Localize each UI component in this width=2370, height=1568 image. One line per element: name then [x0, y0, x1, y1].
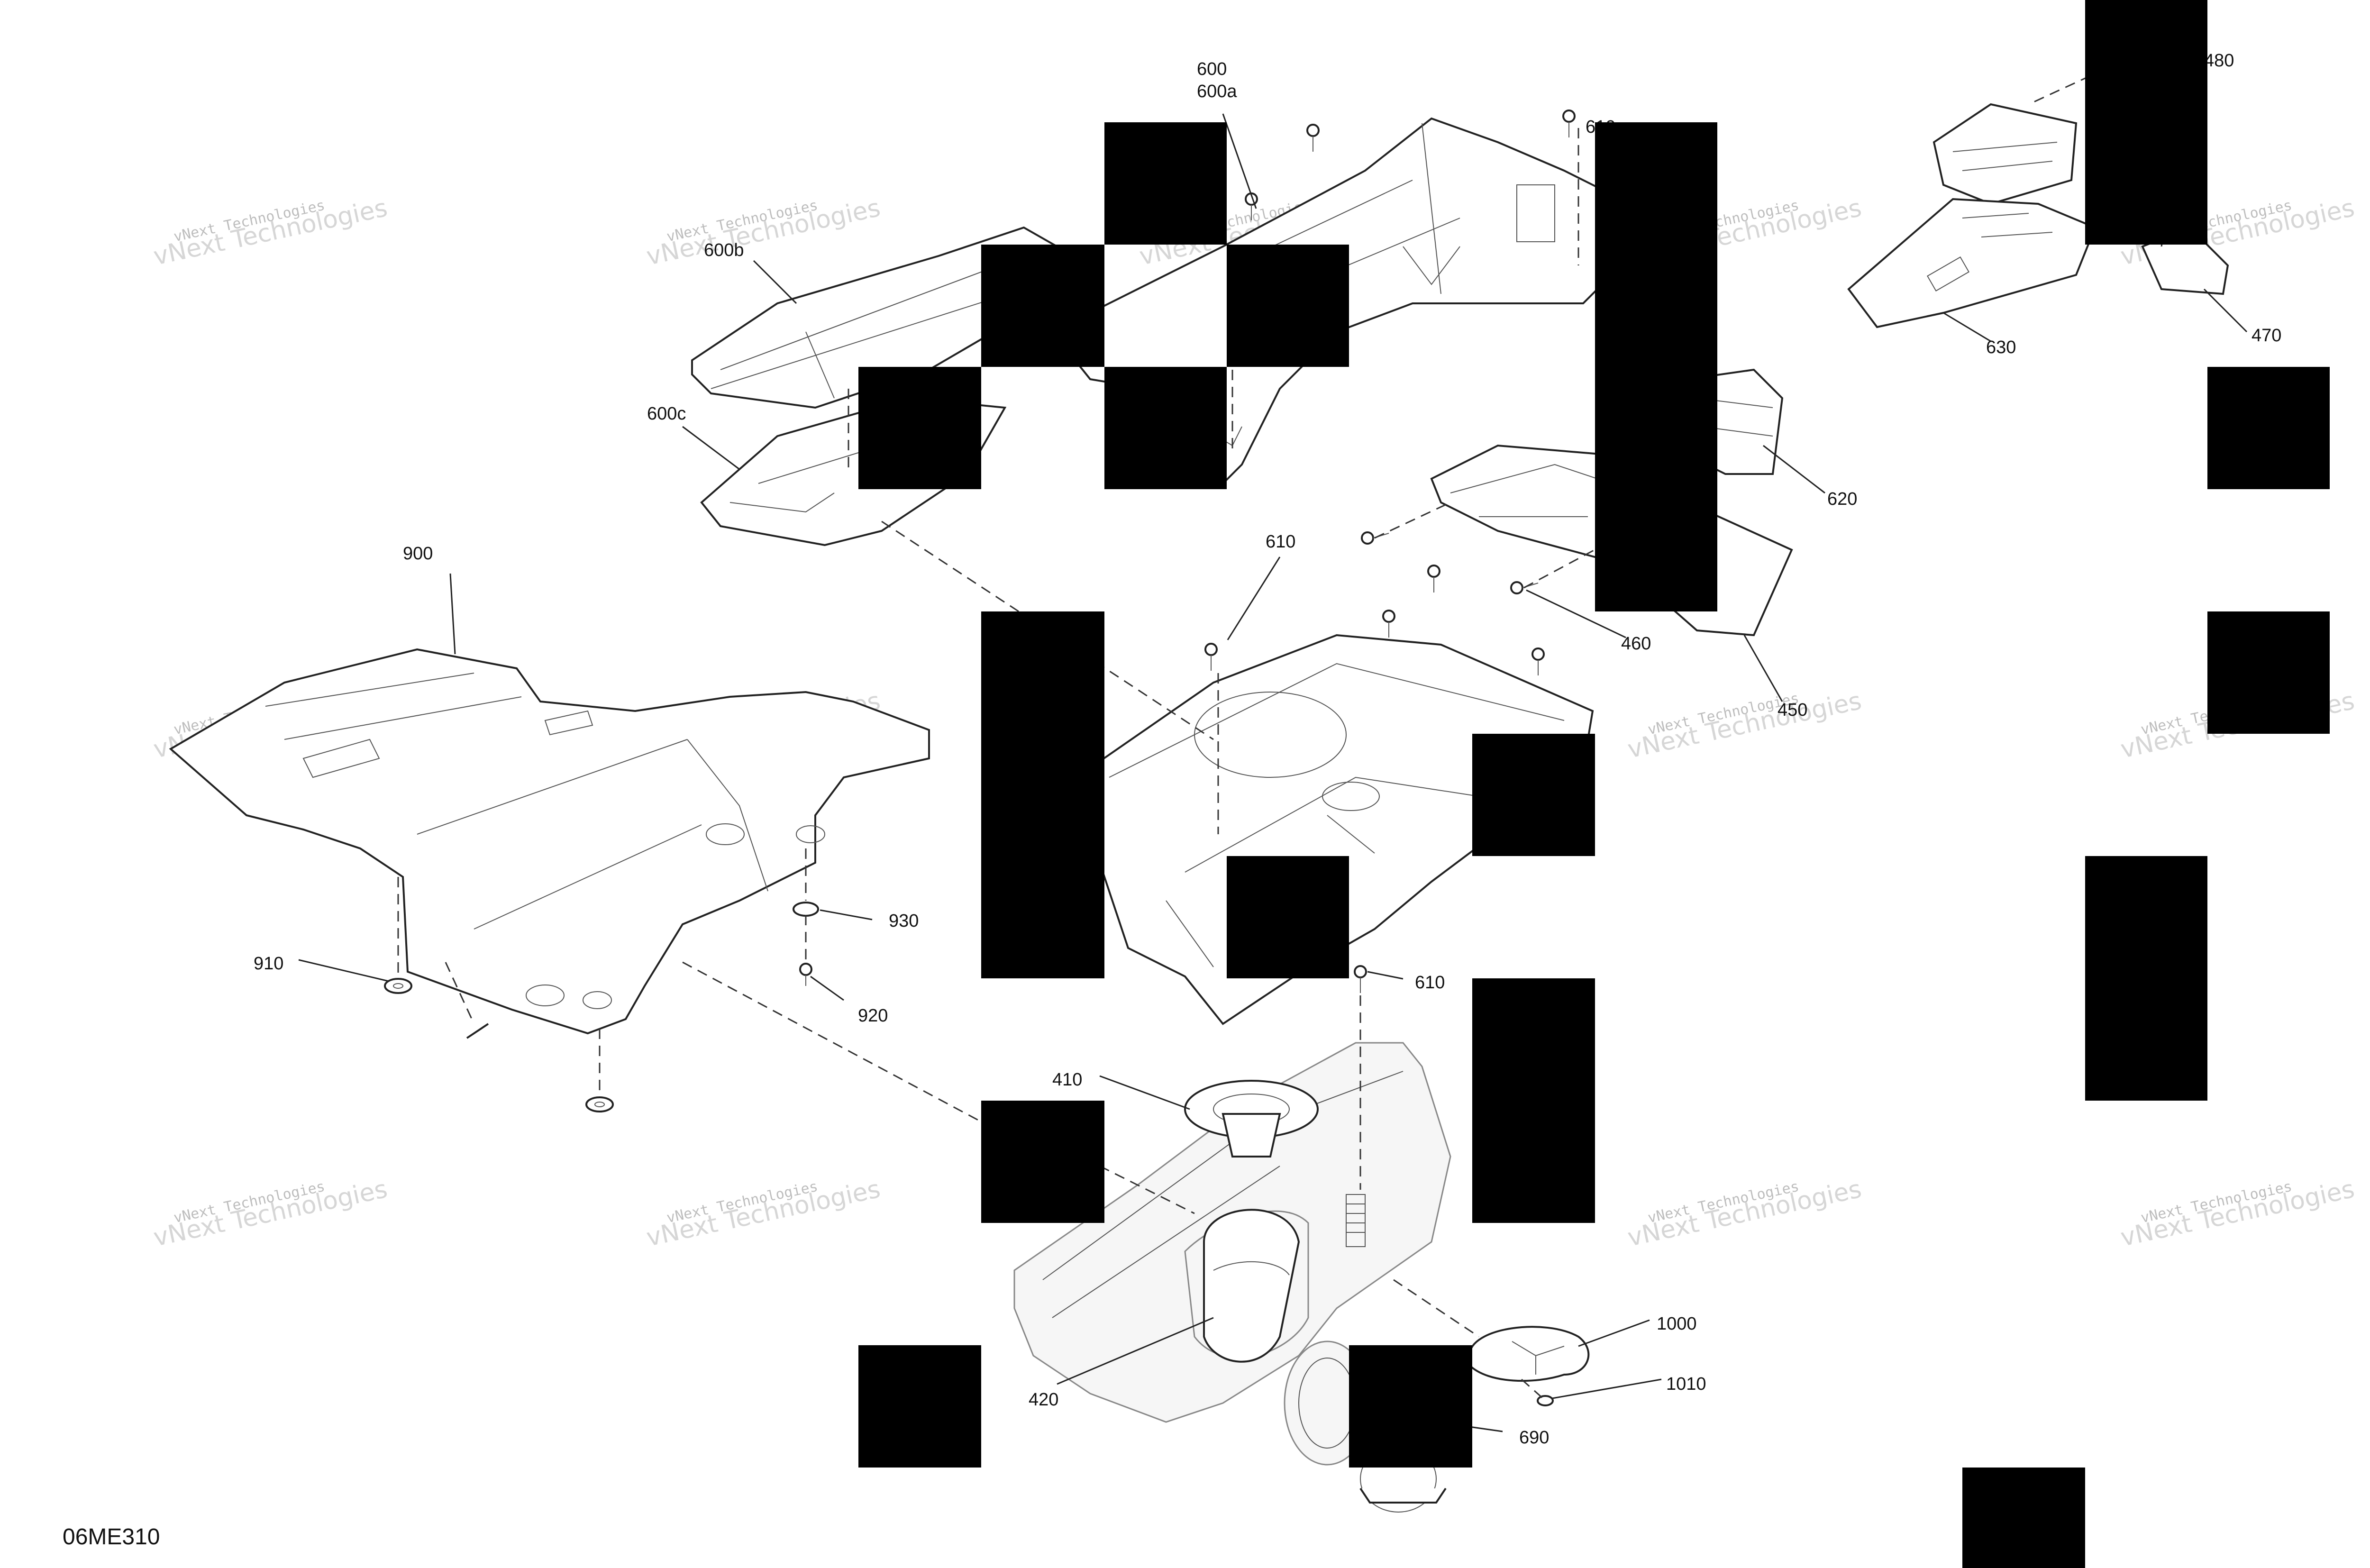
screw-icon [1382, 610, 1395, 638]
callout-910: 910 [254, 954, 283, 974]
part-1000-cap [1468, 1326, 1590, 1382]
callout-920: 920 [858, 1006, 888, 1026]
redaction-block [1104, 367, 1227, 489]
callout-420: 420 [1029, 1390, 1058, 1410]
redaction-block [1349, 1345, 1472, 1468]
redaction-block [2085, 856, 2207, 1101]
redaction-block [2085, 0, 2207, 245]
redaction-block [1472, 978, 1595, 1223]
diagram-id: 06ME310 [63, 1524, 160, 1550]
part-630-badge-panel [1847, 198, 2097, 328]
rivet-icon [466, 1023, 489, 1039]
redaction-block [1104, 122, 1227, 245]
watermark: vNext Technologies vNext Technologies [151, 1175, 390, 1252]
callout-620: 620 [1827, 489, 1857, 509]
redaction-block [1962, 1468, 2085, 1568]
screw-icon [1531, 647, 1545, 675]
screw-icon [799, 963, 812, 986]
redaction-block [981, 611, 1104, 978]
callout-600c: 600c [647, 404, 686, 424]
callout-610-low: 610 [1415, 973, 1445, 993]
redaction-block [981, 1101, 1104, 1223]
callout-930: 930 [889, 911, 919, 931]
part-spring [1346, 1194, 1366, 1247]
callout-460: 460 [1621, 634, 1651, 654]
screw-icon [1306, 124, 1320, 152]
watermark: vNext Technologies vNext Technologies [2118, 1175, 2357, 1252]
watermark: vNext Technologies vNext Technologies [644, 194, 883, 271]
screw-icon [1562, 109, 1576, 137]
callout-1000: 1000 [1657, 1314, 1697, 1334]
washer-icon [585, 1096, 614, 1112]
washer-icon [1537, 1395, 1554, 1406]
screw-icon [1361, 531, 1389, 545]
callout-630: 630 [1986, 337, 2016, 357]
callout-480: 480 [2204, 51, 2234, 71]
watermark: vNext Technologies vNext Technologies [1625, 687, 1864, 764]
part-central-tub [1089, 634, 1594, 1025]
callout-900: 900 [403, 544, 433, 564]
redaction-block [858, 367, 981, 489]
callout-450: 450 [1778, 700, 1807, 720]
leader-lines [298, 71, 2248, 1432]
redaction-block [2207, 611, 2330, 734]
screw-icon [1427, 565, 1440, 593]
part-410-funnel [1184, 1080, 1319, 1158]
callout-610-mid: 610 [1266, 532, 1295, 552]
callout-600a: 600a [1197, 82, 1237, 101]
screw-icon [1204, 643, 1218, 671]
callout-1010: 1010 [1666, 1374, 1706, 1394]
redaction-block [1227, 856, 1349, 978]
redaction-block [1472, 734, 1595, 856]
redaction-blocks [858, 0, 2330, 1568]
part-420-duct [1203, 1209, 1300, 1363]
washer-icon [793, 902, 819, 917]
part-900-floor-panel [169, 648, 930, 1035]
redaction-block [858, 1345, 981, 1468]
watermark: vNext Technologies vNext Technologies [151, 194, 390, 271]
redaction-block [2207, 367, 2330, 489]
callout-600b: 600b [704, 240, 744, 260]
callout-410: 410 [1052, 1070, 1082, 1090]
part-690-clamp [1359, 1445, 1447, 1513]
screw-icon [1354, 965, 1367, 993]
part-480-bracket [1932, 103, 2078, 205]
washer-icon [384, 978, 412, 994]
redaction-block [1595, 122, 1717, 611]
callout-600: 600 [1197, 59, 1227, 79]
callout-690: 690 [1519, 1428, 1549, 1448]
watermark: vNext Technologies vNext Technologies [644, 1175, 883, 1252]
callout-470: 470 [2252, 326, 2281, 346]
redaction-block [1227, 245, 1349, 367]
watermark: vNext Technologies vNext Technologies [1625, 1175, 1864, 1252]
redaction-block [981, 245, 1104, 367]
